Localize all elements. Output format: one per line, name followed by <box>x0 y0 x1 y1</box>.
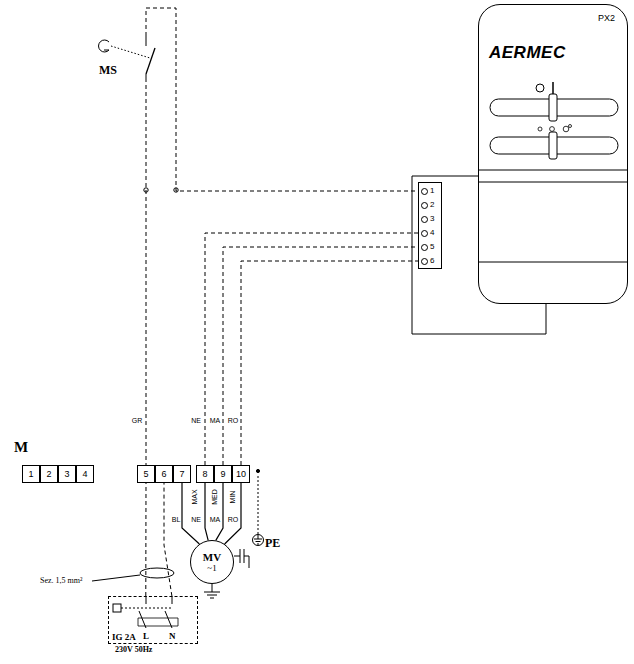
wire-color: RO <box>228 516 239 523</box>
cable-bracket <box>412 176 546 334</box>
pe-point <box>256 469 259 472</box>
fan-motor: MV~1 <box>190 540 234 584</box>
wire-color: NE <box>191 417 201 424</box>
wire-color: GR <box>132 417 143 424</box>
node-label: 7 <box>179 469 184 479</box>
strip-terminal: 8 <box>196 465 214 483</box>
node-label: 10 <box>236 469 246 479</box>
earth-symbol <box>254 535 262 544</box>
node-label: 3 <box>64 469 69 479</box>
strip-terminal: 9 <box>214 465 232 483</box>
wire <box>205 483 208 540</box>
switch-contact <box>146 74 147 78</box>
selector-knob <box>549 94 557 121</box>
pin-number: 4 <box>419 226 441 240</box>
on-symbol <box>552 82 554 94</box>
node-sublabel: 230V 50Hz <box>115 645 152 654</box>
pin-number: 5 <box>419 240 441 254</box>
node-label: 1 <box>28 469 33 479</box>
wire <box>146 78 147 465</box>
node-label: 6 <box>161 469 166 479</box>
capacitor <box>234 549 249 568</box>
speed-label: MIN <box>229 491 236 504</box>
strip-terminal: 10 <box>232 465 250 483</box>
speed-label: MAX <box>191 489 198 504</box>
strip-name: M <box>14 440 28 455</box>
neutral-label: N <box>169 632 176 641</box>
node-label: PE <box>265 536 280 550</box>
wire-color: NE <box>191 516 201 523</box>
cable-ring <box>140 568 174 578</box>
node-label: 8 <box>202 469 207 479</box>
panel-line <box>479 182 627 183</box>
wire <box>223 247 418 465</box>
panel-line <box>479 262 627 263</box>
node-label: 5 <box>143 469 148 479</box>
node-label: PX2 <box>598 13 615 23</box>
breaker-contacts <box>139 596 172 628</box>
wire <box>241 261 418 465</box>
wire-color: BL <box>172 516 181 523</box>
phase-label: L <box>143 632 149 641</box>
speed-label: MED <box>211 489 218 505</box>
cable-section: Sez. 1,5 mm² <box>40 577 82 585</box>
earth-symbol <box>253 535 264 546</box>
clock-symbol <box>99 40 109 52</box>
wire <box>225 483 241 544</box>
node-sublabel: ~1 <box>207 563 216 573</box>
main-switch: IG 2A230V 50Hz <box>108 596 198 644</box>
wire-color: RO <box>228 417 239 424</box>
leader-line <box>92 575 140 581</box>
strip-terminal: 2 <box>40 465 58 483</box>
panel-line <box>479 170 627 171</box>
node-label: IG 2A <box>112 632 136 642</box>
clock-link <box>111 46 150 58</box>
selector-knob <box>549 132 557 159</box>
control-panel: PX2AERMEC <box>478 4 628 304</box>
thermal-element <box>138 618 178 626</box>
wire-color: MA <box>210 417 221 424</box>
trip-coil <box>113 604 121 612</box>
strip-terminal: 4 <box>76 465 94 483</box>
pin-number: 2 <box>419 198 441 212</box>
pin-number: 6 <box>419 254 441 268</box>
strip-terminal: 1 <box>22 465 40 483</box>
wire <box>164 483 172 596</box>
node-label: 4 <box>82 469 87 479</box>
strip-terminal: 7 <box>173 465 191 483</box>
terminal-block: 123456 <box>418 182 442 269</box>
pe-wire <box>258 476 259 534</box>
switch-blade <box>146 48 155 74</box>
wire-color: MA <box>210 516 221 523</box>
pin-number: 3 <box>419 212 441 226</box>
switch-contact <box>146 36 147 46</box>
fan-speed-icons <box>538 125 572 132</box>
node-label: MV <box>203 552 221 563</box>
earth-terminal: PE <box>265 533 280 551</box>
mechanical-link <box>121 608 172 609</box>
strip-terminal: 3 <box>58 465 76 483</box>
wire <box>146 8 418 191</box>
node-sublabel: AERMEC <box>489 43 566 63</box>
off-symbol <box>536 84 544 92</box>
motor-earth <box>204 584 220 598</box>
node-label: 2 <box>46 469 51 479</box>
pin-number: 1 <box>419 184 441 198</box>
switch-ms: MS <box>96 36 150 78</box>
strip-terminal: 6 <box>155 465 173 483</box>
node-label: MS <box>99 63 117 78</box>
wire <box>205 233 418 465</box>
node-label: 9 <box>220 469 225 479</box>
strip-terminal: 5 <box>137 465 155 483</box>
wire <box>182 483 199 544</box>
wire <box>145 483 146 596</box>
